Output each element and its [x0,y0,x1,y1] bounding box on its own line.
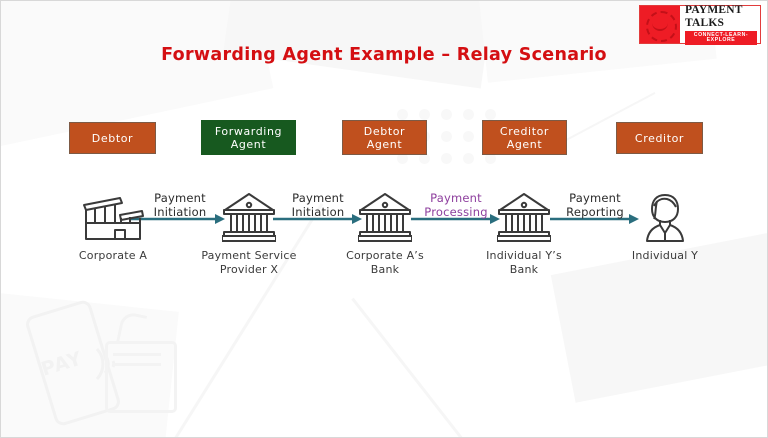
node-label: Individual Y’s Bank [469,249,579,277]
node-label-line: Corporate A [78,249,148,262]
arrow-label-line: Payment [569,191,621,205]
role-box-line: Debtor [363,124,406,138]
bank-icon [469,187,579,243]
role-box-forwarding-agent: Forwarding Agent [201,120,296,155]
node-label: Corporate A’s Bank [331,249,439,277]
node-label-line: Corporate A’s [346,249,424,262]
arrow-label-payment-processing: Payment Processing [409,191,503,219]
arrow-payment-reporting [550,214,639,224]
role-box-debtor: Debtor [69,122,156,154]
role-box-creditor-agent: Creditor Agent [482,120,567,155]
arrow-label-line: Processing [424,205,488,219]
page-title: Forwarding Agent Example – Relay Scenari… [161,45,607,65]
role-box-creditor: Creditor [616,122,703,154]
node-payment-service-provider-x: Payment Service Provider X [193,187,305,277]
arrow-label-line: Payment [154,191,206,205]
logo-text-block: PAYMENT TALKS CONNECT-LEARN-EXPLORE [680,4,760,45]
node-corporate-a: Corporate A [58,187,168,263]
role-box-line: Forwarding [214,124,283,138]
bg-shape-bottomleft [1,290,179,437]
arrow-label-line: Payment [292,191,344,205]
watermark-phone-icon [23,298,123,428]
arrow-payment-processing [411,214,500,224]
watermark-pos-terminal-icon [105,341,177,413]
logo-tagline: CONNECT-LEARN-EXPLORE [685,31,757,45]
role-box-line: Agent [230,137,267,151]
node-label-line: Payment Service [201,249,297,262]
role-box-line: Creditor [634,131,685,145]
node-corporate-a-bank: Corporate A’s Bank [331,187,439,277]
logo-circular-arrows-icon [640,6,680,43]
bank-icon [331,187,439,243]
role-box-line: Agent [366,137,403,151]
node-individual-y: Individual Y [609,187,721,263]
role-box-line: Debtor [91,131,134,145]
node-label: Corporate A [58,249,168,263]
logo-title: PAYMENT TALKS [685,4,743,29]
node-individual-y-bank: Individual Y’s Bank [469,187,579,277]
bank-icon [193,187,305,243]
brand-logo: PAYMENT TALKS CONNECT-LEARN-EXPLORE [639,4,761,45]
arrow-label-line: Payment [430,191,482,205]
arrow-label-payment-reporting: Payment Reporting [552,191,638,219]
node-label: Payment Service Provider X [193,249,305,277]
watermark-pos-slot-1 [113,353,161,356]
watermark-contactless-icon [95,347,116,381]
node-label-line: Individual Y [631,249,699,262]
bg-diagonal-2 [351,297,514,437]
watermark-antenna-icon [115,310,148,349]
node-label-line: Bank [509,263,539,276]
role-box-line: Creditor [499,124,550,138]
node-label-line: Individual Y’s [486,249,562,262]
role-box-debtor-agent: Debtor Agent [342,120,427,155]
office-building-icon [58,187,168,243]
watermark-pay-text: PAY [38,347,86,381]
node-label-line: Bank [370,263,400,276]
node-label: Individual Y [609,249,721,263]
arrow-label-line: Reporting [566,205,624,219]
role-box-line: Agent [506,137,543,151]
watermark-pos-slot-2 [113,363,161,366]
node-label-line: Provider X [219,263,279,276]
person-avatar-icon [609,187,721,243]
